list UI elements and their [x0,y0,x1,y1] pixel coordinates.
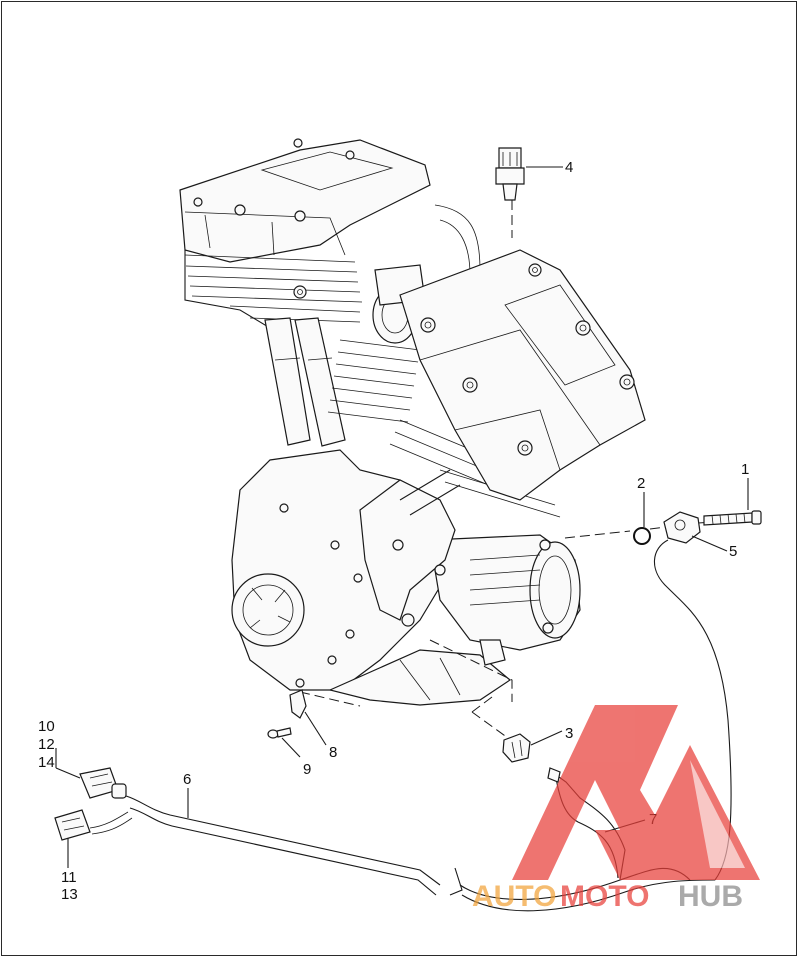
part-2-o-ring [633,527,651,545]
callout-10: 10 [38,718,55,735]
part-8-clip [289,689,307,719]
part-3-switch [502,733,531,763]
callout-11: 11 [61,869,77,886]
callout-6: 6 [183,771,191,788]
callout-14: 14 [38,754,55,771]
callout-2: 2 [637,475,645,492]
part-10-connector [79,767,127,799]
watermark-text-auto: AUTO [472,880,556,913]
watermark-text-moto: MOTO [560,880,649,913]
callout-4: 4 [565,159,573,176]
rocker-bolts [193,138,635,456]
part-9-screw [267,727,292,739]
callout-9: 9 [303,761,311,778]
watermark-logo: AUTO MOTO HUB [472,705,760,913]
engine-drawing [179,138,646,706]
part-1-bolt [703,510,762,526]
callout-12: 12 [38,736,55,753]
watermark-triangle-icon [512,705,760,880]
callout-5: 5 [729,543,737,560]
watermark-text-hub: HUB [678,880,743,913]
part-11-connector [54,809,91,841]
callout-3: 3 [565,725,573,742]
callout-13: 13 [61,886,78,903]
part-4-sender [495,147,525,201]
callout-1: 1 [741,461,749,478]
leader-lines [55,166,749,868]
callout-8: 8 [329,744,337,761]
alignment-dashes [299,200,729,739]
